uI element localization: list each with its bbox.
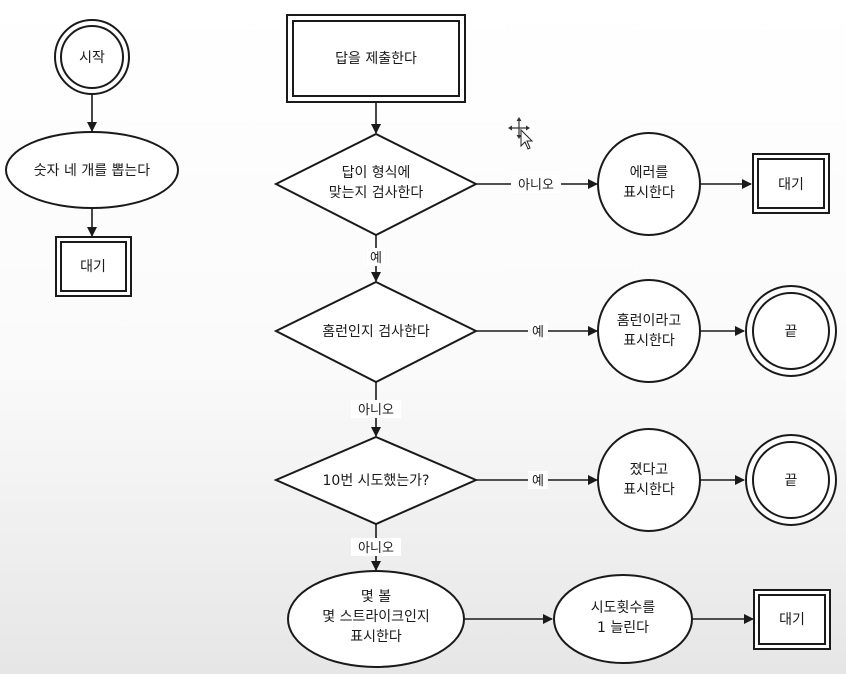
node-homerun-show-label-2: 표시한다 — [623, 333, 675, 349]
node-homerun-check-label: 홈런인지 검사한다 — [322, 324, 430, 340]
node-validate-label-1: 답이 형식에 — [342, 165, 411, 181]
node-lost-show-label-2: 표시한다 — [623, 482, 675, 498]
node-start-label: 시작 — [79, 50, 105, 66]
node-inc-tries: 시도횟수를 1 늘린다 — [553, 574, 693, 664]
node-tries-check-label: 10번 시도했는가? — [323, 473, 430, 489]
node-inc-tries-label-2: 1 늘린다 — [597, 620, 649, 636]
edge-label-homerun-yes: 예 — [532, 325, 544, 340]
node-score-show-label-2: 몇 스트라이크인지 — [322, 609, 430, 625]
edge-label-tries-yes: 예 — [532, 474, 544, 489]
node-homerun-show-label-1: 홈런이라고 — [617, 313, 682, 329]
node-end2-label: 끝 — [785, 473, 798, 489]
node-wait3-label: 대기 — [779, 612, 805, 628]
edge-label-homerun-no: 아니오 — [358, 403, 394, 418]
node-wait1-label: 대기 — [80, 259, 106, 275]
node-pick: 숫자 네 개를 뽑는다 — [5, 131, 179, 209]
node-start: 시작 — [54, 19, 130, 95]
node-wait3: 대기 — [753, 589, 831, 650]
node-error: 에러를 표시한다 — [597, 132, 701, 236]
node-wait2-label: 대기 — [778, 177, 804, 193]
node-score-show: 몇 볼 몇 스트라이크인지 표시한다 — [287, 570, 465, 668]
node-validate: 답이 형식에 맞는지 검사한다 — [273, 132, 479, 237]
node-score-show-label-1: 몇 볼 — [361, 589, 391, 605]
edges — [87, 94, 754, 624]
node-homerun-check: 홈런인지 검사한다 — [273, 280, 479, 384]
node-end1-label: 끝 — [785, 324, 798, 340]
node-validate-label-2: 맞는지 검사한다 — [329, 185, 424, 201]
node-inc-tries-label-1: 시도횟수를 — [591, 600, 656, 616]
node-wait1: 대기 — [55, 236, 132, 297]
node-tries-check: 10번 시도했는가? — [273, 435, 479, 526]
node-lost-show-label-1: 졌다고 — [630, 462, 669, 478]
node-submit-label: 답을 제출한다 — [335, 51, 417, 67]
node-submit: 답을 제출한다 — [286, 14, 466, 103]
edge-label-validate-no: 아니오 — [518, 178, 554, 193]
node-wait2: 대기 — [752, 153, 830, 214]
edge-label-tries-no: 아니오 — [358, 541, 394, 556]
node-end2: 끝 — [745, 434, 837, 526]
node-error-label-2: 표시한다 — [623, 185, 675, 201]
node-homerun-show: 홈런이라고 표시한다 — [597, 279, 701, 383]
node-error-label-1: 에러를 — [630, 165, 669, 181]
node-score-show-label-3: 표시한다 — [350, 629, 402, 645]
node-end1: 끝 — [745, 285, 837, 377]
node-pick-label: 숫자 네 개를 뽑는다 — [34, 163, 151, 179]
node-lost-show: 졌다고 표시한다 — [597, 428, 701, 532]
edge-label-validate-yes: 예 — [370, 251, 382, 266]
edge-labels: 아니오 예 예 아니오 예 아니오 — [351, 175, 561, 556]
move-cursor-icon — [508, 117, 534, 150]
